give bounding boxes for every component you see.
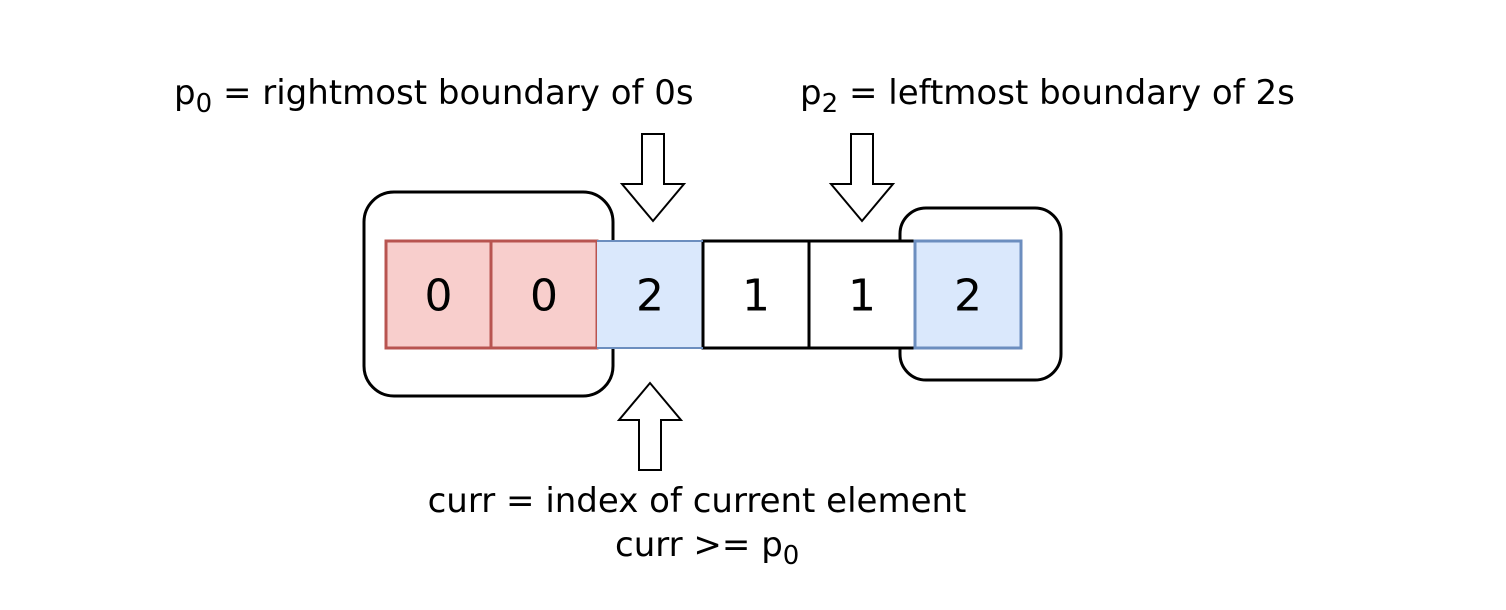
array-cell-value-3: 1 bbox=[742, 271, 770, 322]
array-cell-2 bbox=[597, 241, 703, 348]
curr-label-line2-main: curr >= p bbox=[615, 525, 783, 565]
curr-label-line2: curr >= p0 bbox=[615, 525, 799, 571]
curr-arrow-icon bbox=[616, 381, 684, 471]
array-cell-value-1: 0 bbox=[530, 271, 558, 322]
p2-label: p2 = leftmost boundary of 2s bbox=[800, 73, 1295, 119]
array-cell-5 bbox=[913, 239, 1023, 350]
array-cell-value-2: 2 bbox=[636, 271, 664, 322]
p0-label-rest: = rightmost boundary of 0s bbox=[212, 73, 694, 113]
array-cell-3 bbox=[701, 239, 811, 350]
p2-label-main: p bbox=[800, 73, 822, 113]
array-cell-value-4: 1 bbox=[848, 271, 876, 322]
array-cell-1 bbox=[489, 239, 599, 350]
array-cell-4 bbox=[807, 239, 917, 350]
p0-label: p0 = rightmost boundary of 0s bbox=[174, 73, 694, 119]
p0-label-sub: 0 bbox=[196, 89, 213, 119]
curr-label-line1: curr = index of current element bbox=[428, 481, 967, 521]
p2-label-sub: 2 bbox=[822, 89, 839, 119]
p2-label-rest: = leftmost boundary of 2s bbox=[838, 73, 1295, 113]
array-cell-value-0: 0 bbox=[425, 271, 453, 322]
array-cell-value-5: 2 bbox=[954, 271, 982, 322]
curr-label-line2-sub: 0 bbox=[783, 541, 800, 571]
p0-arrow-icon bbox=[619, 133, 687, 223]
p0-label-main: p bbox=[174, 73, 196, 113]
array-cells: 0 0 2 1 1 2 bbox=[384, 239, 1023, 350]
p2-arrow-icon bbox=[828, 133, 896, 223]
